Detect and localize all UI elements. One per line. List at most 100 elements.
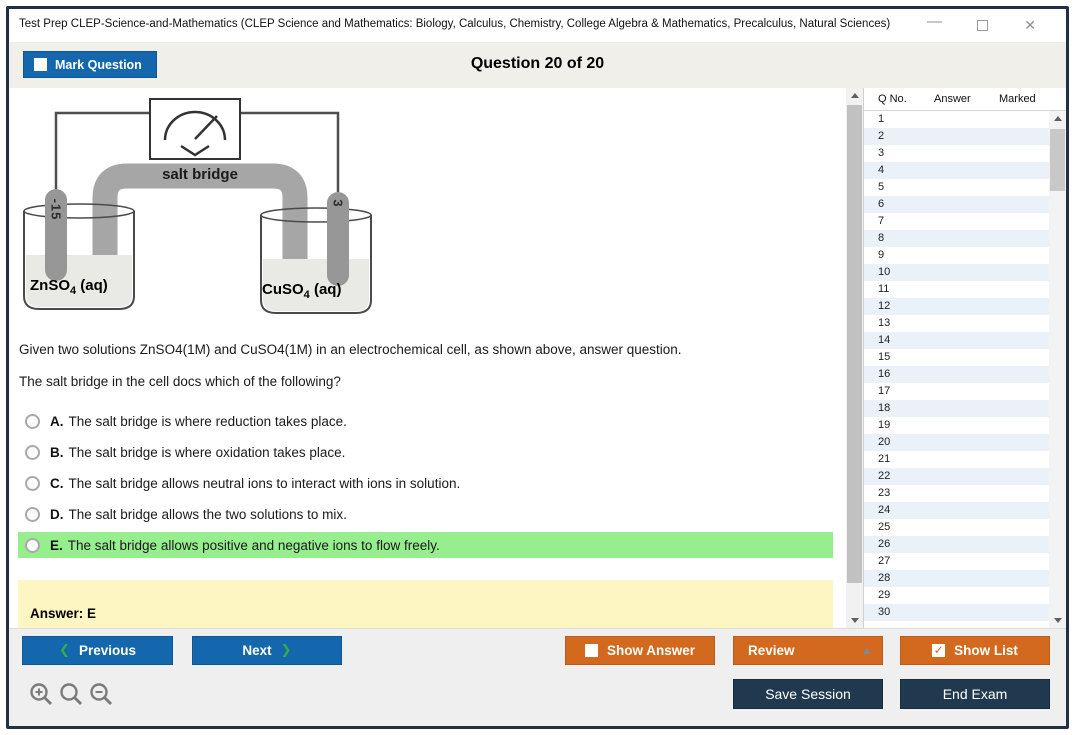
show-answer-checkbox-icon[interactable]: [584, 644, 598, 657]
close-button[interactable]: ✕: [1024, 17, 1036, 33]
question-list-header: Q No. Answer Marked: [864, 88, 1066, 111]
qlist-row[interactable]: 13: [864, 315, 1049, 332]
qlist-row[interactable]: 20: [864, 434, 1049, 451]
option-row-d[interactable]: D. The salt bridge allows the two soluti…: [18, 501, 833, 527]
question-prompt: The salt bridge in the cell docs which o…: [19, 374, 341, 389]
qlist-row[interactable]: 16: [864, 366, 1049, 383]
show-list-button[interactable]: ✓ Show List: [900, 636, 1050, 665]
qlist-row[interactable]: 8: [864, 230, 1049, 247]
radio-button[interactable]: [25, 413, 40, 429]
save-session-button[interactable]: Save Session: [733, 679, 883, 709]
qlist-row[interactable]: 24: [864, 502, 1049, 519]
option-text: The salt bridge allows neutral ions to i…: [68, 475, 461, 491]
qlist-row[interactable]: 21: [864, 451, 1049, 468]
qlist-row[interactable]: 30: [864, 604, 1049, 621]
check-icon: ✓: [933, 643, 944, 657]
option-text: The salt bridge allows positive and nega…: [67, 537, 440, 553]
previous-label: Previous: [78, 643, 136, 658]
end-exam-button[interactable]: End Exam: [900, 679, 1050, 709]
scroll-down-icon[interactable]: [846, 613, 863, 628]
chevron-right-icon: ❯: [280, 643, 292, 658]
option-text: The salt bridge is where oxidation takes…: [68, 444, 346, 460]
qlist-row[interactable]: 17: [864, 383, 1049, 400]
qlist-row[interactable]: 12: [864, 298, 1049, 315]
maximize-button[interactable]: [977, 20, 988, 31]
previous-button[interactable]: ❮ Previous: [22, 636, 173, 665]
radio-button[interactable]: [25, 506, 40, 522]
option-letter: A.: [50, 413, 64, 429]
qlist-row[interactable]: 1: [864, 111, 1049, 128]
radio-button[interactable]: [25, 444, 40, 460]
show-answer-button[interactable]: Show Answer: [565, 636, 715, 665]
radio-button[interactable]: [25, 537, 40, 553]
answer-label: Answer: E: [30, 606, 97, 621]
qlist-row[interactable]: 7: [864, 213, 1049, 230]
zoom-reset-icon[interactable]: [58, 681, 85, 708]
zoom-out-icon[interactable]: [88, 681, 115, 708]
qlist-row[interactable]: 19: [864, 417, 1049, 434]
scroll-up-icon[interactable]: [846, 88, 863, 103]
qlist-row[interactable]: 3: [864, 145, 1049, 162]
option-row-a[interactable]: A. The salt bridge is where reduction ta…: [18, 408, 833, 434]
qlist-row[interactable]: 28: [864, 570, 1049, 587]
show-list-checkbox-icon[interactable]: ✓: [932, 643, 946, 657]
option-letter: C.: [50, 475, 64, 491]
content-area: salt bridge -15 3 ZnSO4 (aq) CuSO4 (aq) …: [9, 88, 1066, 628]
qlist-row[interactable]: 11: [864, 281, 1049, 298]
option-row-e[interactable]: E. The salt bridge allows positive and n…: [18, 532, 833, 558]
show-list-label: Show List: [954, 643, 1018, 658]
qlist-row[interactable]: 5: [864, 179, 1049, 196]
qlist-row[interactable]: 23: [864, 485, 1049, 502]
scrollbar-thumb[interactable]: [847, 105, 862, 583]
minimize-button[interactable]: —: [927, 13, 942, 30]
left-solution-label: ZnSO4 (aq): [30, 277, 108, 297]
question-list-scrollbar[interactable]: [1049, 111, 1066, 628]
content-scrollbar[interactable]: [846, 88, 863, 628]
qlist-row[interactable]: 4: [864, 162, 1049, 179]
cell-diagram: salt bridge -15 3 ZnSO4 (aq) CuSO4 (aq): [18, 98, 398, 330]
scroll-down-icon[interactable]: [1049, 613, 1066, 628]
option-row-b[interactable]: B. The salt bridge is where oxidation ta…: [18, 439, 833, 465]
column-marked: Marked: [999, 93, 1036, 105]
right-solution-label: CuSO4 (aq): [262, 281, 342, 301]
chevron-left-icon: ❮: [59, 643, 70, 658]
column-answer: Answer: [934, 93, 971, 105]
qlist-row[interactable]: 15: [864, 349, 1049, 366]
mark-question-checkbox-icon[interactable]: [34, 58, 47, 71]
next-button[interactable]: Next ❯: [192, 636, 342, 665]
qlist-row[interactable]: 9: [864, 247, 1049, 264]
show-answer-label: Show Answer: [606, 643, 695, 658]
qlist-row[interactable]: 22: [864, 468, 1049, 485]
option-letter: E.: [50, 537, 63, 553]
qlist-row[interactable]: 6: [864, 196, 1049, 213]
option-text: The salt bridge is where reduction takes…: [68, 413, 347, 429]
footer-bar: ❮ Previous Next ❯ Show Answer Review ▲ ✓…: [9, 628, 1066, 726]
option-row-c[interactable]: C. The salt bridge allows neutral ions t…: [18, 470, 833, 496]
review-dropdown[interactable]: Review ▲: [733, 636, 883, 665]
qlist-row[interactable]: 27: [864, 553, 1049, 570]
qlist-row[interactable]: 29: [864, 587, 1049, 604]
question-counter: Question 20 of 20: [470, 55, 605, 72]
qlist-row[interactable]: 10: [864, 264, 1049, 281]
triangle-up-icon: ▲: [863, 646, 870, 656]
mark-question-button[interactable]: Mark Question: [23, 51, 157, 78]
end-exam-label: End Exam: [942, 686, 1008, 702]
radio-button[interactable]: [25, 475, 40, 491]
qlist-row[interactable]: 14: [864, 332, 1049, 349]
qlist-row[interactable]: 25: [864, 519, 1049, 536]
next-label: Next: [242, 643, 272, 658]
cell-diagram-drawing: [23, 98, 372, 314]
qlist-row[interactable]: 26: [864, 536, 1049, 553]
save-session-label: Save Session: [765, 686, 851, 702]
mark-question-label: Mark Question: [55, 57, 142, 72]
qlist-row[interactable]: 2: [864, 128, 1049, 145]
qlist-row[interactable]: 18: [864, 400, 1049, 417]
zoom-in-icon[interactable]: [28, 681, 55, 708]
scroll-up-icon[interactable]: [1049, 111, 1066, 126]
title-bar: Test Prep CLEP-Science-and-Mathematics (…: [9, 9, 1066, 43]
column-qno: Q No.: [878, 93, 907, 105]
scrollbar-thumb[interactable]: [1050, 129, 1065, 191]
left-electrode-label: -15: [48, 198, 64, 221]
